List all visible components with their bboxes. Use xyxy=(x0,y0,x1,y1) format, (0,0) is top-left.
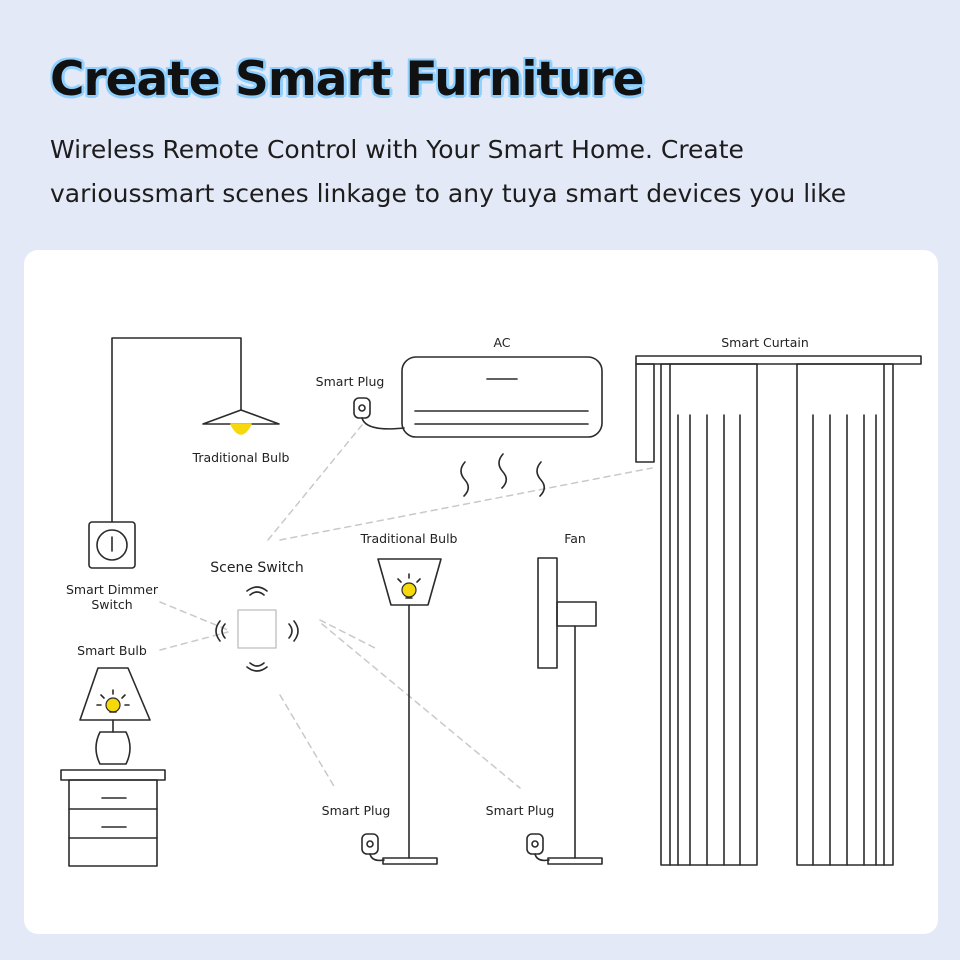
ceiling-lamp xyxy=(111,337,280,523)
page-subtitle: Wireless Remote Control with Your Smart … xyxy=(50,128,930,216)
label-ac: AC xyxy=(493,335,510,350)
smart-plug-ac-icon xyxy=(353,397,405,430)
label-smart-dimmer-switch-line1: Smart Dimmer xyxy=(66,582,159,597)
smart-curtain xyxy=(635,355,922,866)
scene-switch-icon xyxy=(215,586,299,672)
fan xyxy=(537,557,603,865)
nightstand xyxy=(60,769,166,867)
wireless-links xyxy=(159,424,653,789)
subtitle-line-2: varioussmart scenes linkage to any tuya … xyxy=(50,179,847,208)
label-smart-plug-fan: Smart Plug xyxy=(486,803,555,818)
label-traditional-bulb-floor: Traditional Bulb xyxy=(360,531,458,546)
ac-unit xyxy=(401,356,603,497)
label-fan: Fan xyxy=(564,531,586,546)
label-smart-curtain: Smart Curtain xyxy=(721,335,809,350)
floor-lamp xyxy=(377,558,442,865)
smart-dimmer-switch-icon xyxy=(88,521,136,569)
label-smart-bulb: Smart Bulb xyxy=(77,643,147,658)
label-smart-dimmer-switch-line2: Switch xyxy=(91,597,132,612)
smart-plug-fan-icon xyxy=(526,833,550,862)
label-scene-switch: Scene Switch xyxy=(210,560,303,576)
subtitle-line-1: Wireless Remote Control with Your Smart … xyxy=(50,135,744,164)
label-smart-plug-lamp: Smart Plug xyxy=(322,803,391,818)
bedside-lamp xyxy=(79,667,151,765)
label-traditional-bulb-ceiling: Traditional Bulb xyxy=(192,450,290,465)
smart-plug-lamp-icon xyxy=(361,833,385,862)
page-title: Create Smart Furniture xyxy=(50,52,644,107)
label-smart-plug-ac: Smart Plug xyxy=(316,374,385,389)
